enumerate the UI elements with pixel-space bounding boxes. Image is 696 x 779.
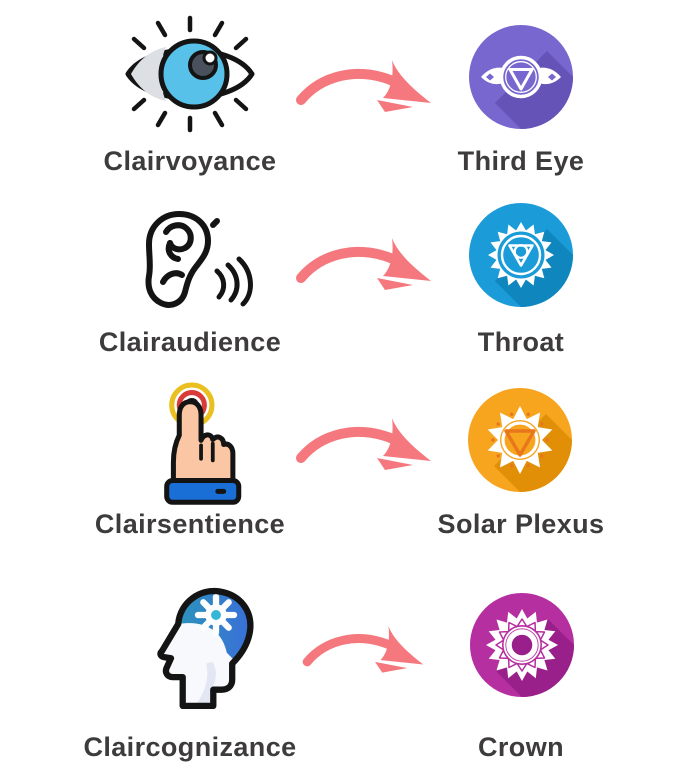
crown-chakra-icon [470,593,574,697]
curved-arrow-icon [300,608,434,680]
throat-chakra-icon [469,203,573,307]
ability-label-clairvoyance: Clairvoyance [103,146,277,176]
third-eye-chakra-icon [469,25,573,129]
curved-arrow-icon [293,40,443,120]
ear-icon [122,198,262,328]
curved-arrow-icon [293,398,443,478]
ability-label-claircognizance: Claircognizance [83,732,297,762]
chakra-label-solar-plexus: Solar Plexus [437,509,605,539]
touch-finger-icon [128,380,254,514]
curved-arrow-icon [293,218,443,298]
chakra-label-throat: Throat [477,327,565,357]
head-gear-icon [126,570,261,714]
ability-label-clairsentience: Clairsentience [94,509,286,539]
eye-icon [110,12,270,142]
solar-plexus-chakra-icon [468,388,572,492]
chakra-label-crown: Crown [478,732,564,762]
ability-label-clairaudience: Clairaudience [98,327,282,357]
chakra-label-third-eye: Third Eye [457,146,585,176]
